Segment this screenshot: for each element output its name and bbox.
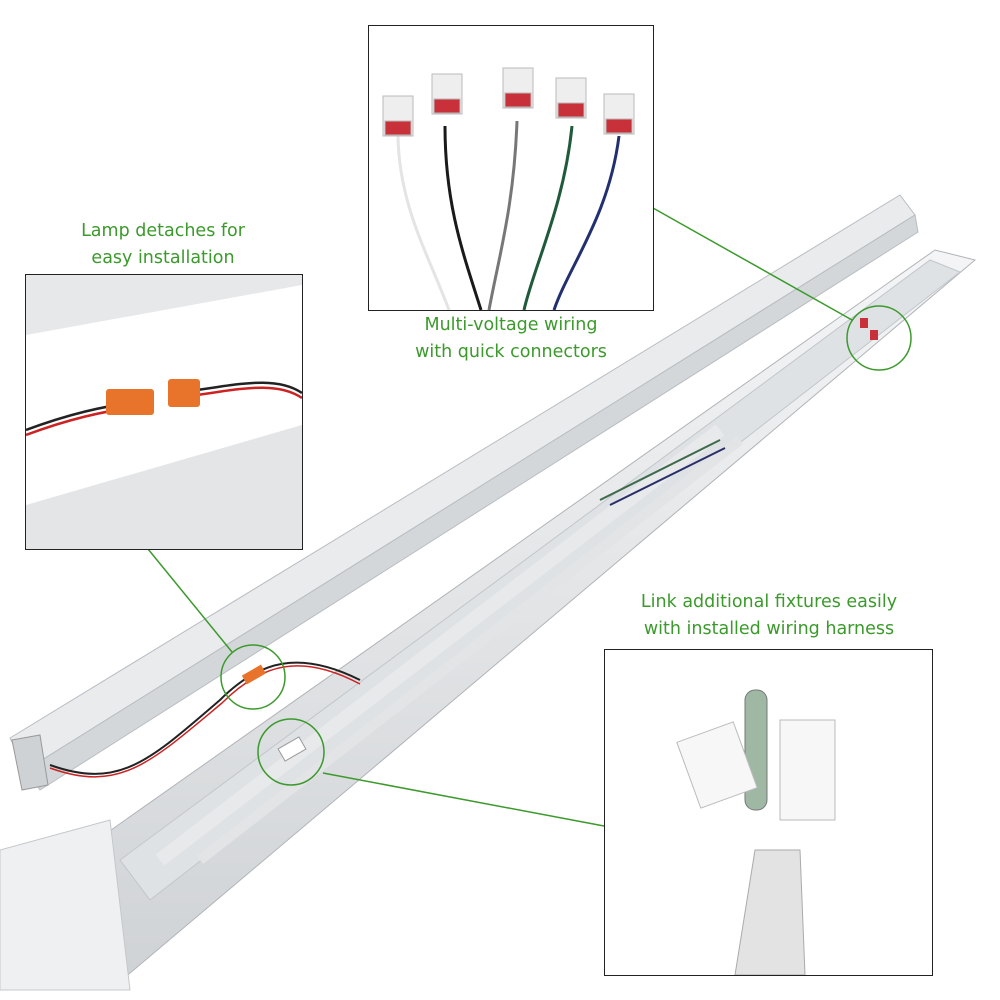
callout-multi-voltage: Multi-voltage wiring with quick connecto… (380, 312, 642, 366)
callout-line: easy installation (91, 248, 235, 268)
callout-line: Lamp detaches for (81, 221, 245, 241)
callout-line: with quick connectors (415, 342, 607, 362)
quick-connectors-inset (368, 25, 654, 311)
lamp-connector-inset (25, 274, 303, 550)
callout-lamp-detaches: Lamp detaches for easy installation (33, 218, 293, 272)
callout-line: Link additional fixtures easily (640, 592, 898, 612)
callout-leaders (147, 207, 912, 827)
wiring-harness-inset (604, 649, 933, 976)
callout-link-fixtures: Link additional fixtures easily with ins… (610, 589, 928, 643)
callout-line: Multi-voltage wiring (424, 315, 598, 335)
callout-line: with installed wiring harness (643, 619, 895, 639)
